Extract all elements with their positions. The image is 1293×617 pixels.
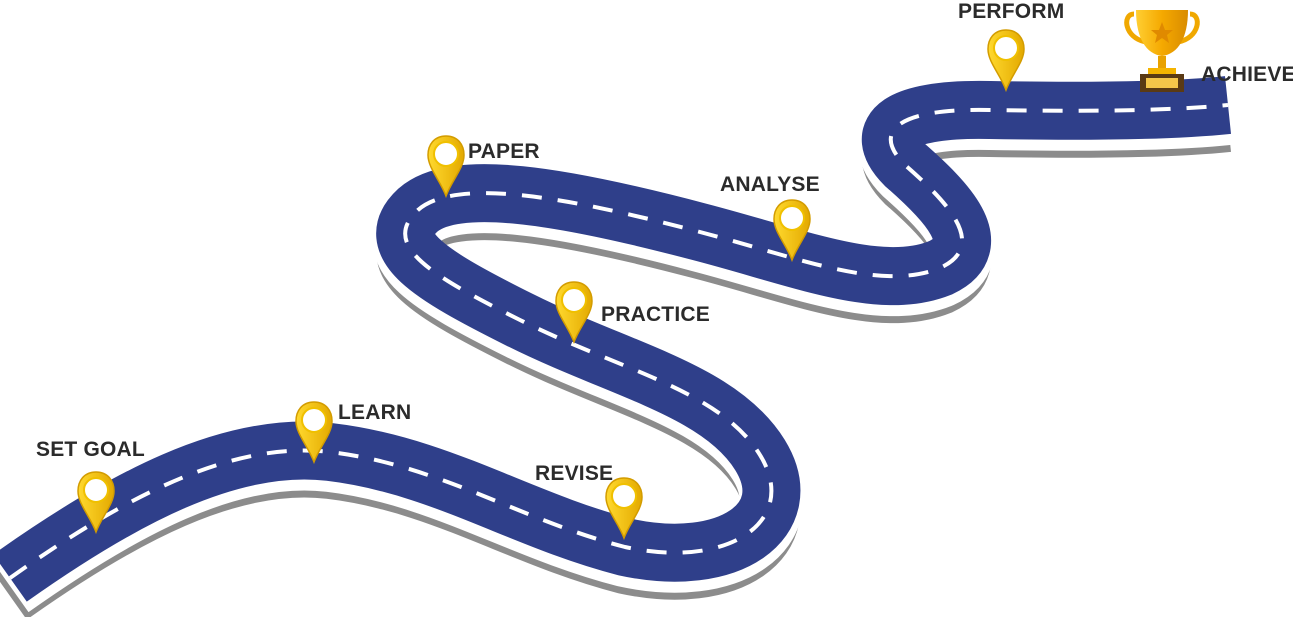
- map-pin-icon: [605, 477, 643, 540]
- stage-label-set-goal: SET GOAL: [36, 438, 145, 461]
- stage-label-analyse: ANALYSE: [720, 173, 820, 196]
- stage-label-practice: PRACTICE: [601, 303, 710, 326]
- lane-markings: [8, 103, 1229, 580]
- map-pin-icon: [77, 471, 115, 534]
- map-pin-icon: [555, 281, 593, 344]
- map-pin-icon: [427, 135, 465, 198]
- map-pin-icon: [295, 401, 333, 464]
- stage-label-perform: PERFORM: [958, 0, 1065, 23]
- map-pin-icon: [773, 199, 811, 262]
- stage-label-revise: REVISE: [535, 462, 614, 485]
- map-pin-icon: [987, 29, 1025, 92]
- stage-label-learn: LEARN: [338, 401, 412, 424]
- stage-label-paper: PAPER: [468, 140, 540, 163]
- trophy-icon: [1124, 10, 1200, 92]
- stage-label-achieve: ACHIEVE: [1201, 63, 1293, 86]
